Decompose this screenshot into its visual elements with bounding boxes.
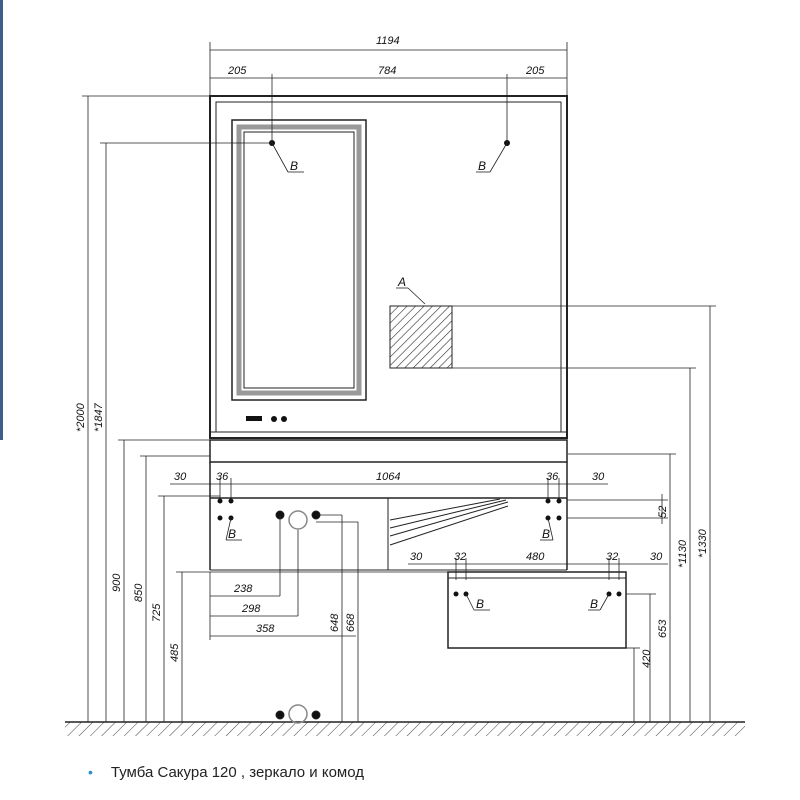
caption-text: Тумба Сакура 120 , зеркало и комод [110, 764, 365, 781]
label-a-socket: A [397, 275, 406, 289]
label-b-cabinet-right: B [542, 527, 550, 541]
label-b-mirror-left: B [290, 159, 298, 173]
dim-h-725: 725 [151, 603, 163, 622]
dim-cab-span: 1064 [376, 471, 400, 483]
dim-h-653: 653 [657, 619, 669, 638]
dim-h-2000: *2000 [75, 402, 87, 432]
drain-pipe-upper [275, 510, 321, 530]
label-b-chest-left: B [476, 597, 484, 611]
left-accent-bar [0, 0, 3, 440]
dim-chest-left-32: 32 [454, 551, 466, 563]
dim-chest-left-30: 30 [410, 551, 423, 563]
dim-pipe-358: 358 [256, 623, 275, 635]
dim-h-1847: *1847 [93, 402, 105, 432]
mirror-inner-panel [231, 119, 367, 401]
dim-cab-right-30: 30 [592, 471, 605, 483]
label-b-mirror-right: B [478, 159, 486, 173]
dim-h-485: 485 [169, 643, 181, 662]
label-b-chest-right: B [590, 597, 598, 611]
caption-bullet: • [88, 764, 93, 780]
mirror [209, 95, 568, 439]
dim-h-900: 900 [111, 573, 123, 592]
chest-of-drawers [447, 571, 627, 649]
dimension-texts: 1194 205 784 205 30 36 1064 36 30 30 32 … [75, 35, 709, 668]
dim-h-420: 420 [641, 649, 653, 668]
dim-mirror-side-right: 205 [525, 65, 545, 77]
dim-chest-right-30: 30 [650, 551, 663, 563]
dim-h-52: 52 [657, 506, 669, 518]
dim-h-668: 668 [345, 613, 357, 632]
dim-chest-right-32: 32 [606, 551, 618, 563]
dim-h-850: 850 [133, 583, 145, 602]
dim-mirror-middle: 784 [378, 65, 396, 77]
floor [65, 721, 745, 736]
dim-pipe-238: 238 [233, 583, 253, 595]
dim-mirror-side-left: 205 [227, 65, 247, 77]
callout-labels: B B A B B B B [228, 159, 598, 611]
dim-pipe-298: 298 [241, 603, 261, 615]
dimension-lines [82, 42, 716, 722]
dim-h-1130: *1130 [677, 539, 689, 568]
caption: • Тумба Сакура 120 , зеркало и комод [88, 764, 364, 781]
dim-cab-left-36: 36 [216, 471, 229, 483]
cabinet-siphon-hatch [389, 498, 509, 546]
cabinet [209, 439, 568, 571]
mirror-switch-icon [246, 416, 287, 422]
socket-zone-a [389, 305, 453, 369]
dim-chest-span: 480 [526, 551, 545, 563]
dim-h-1330: *1330 [697, 528, 709, 558]
dim-total-width: 1194 [376, 35, 400, 47]
dim-h-648: 648 [329, 613, 341, 632]
dim-cab-right-36: 36 [546, 471, 559, 483]
drain-pipe-lower [275, 704, 321, 724]
dim-cab-left-30: 30 [174, 471, 187, 483]
label-b-cabinet-left: B [228, 527, 236, 541]
